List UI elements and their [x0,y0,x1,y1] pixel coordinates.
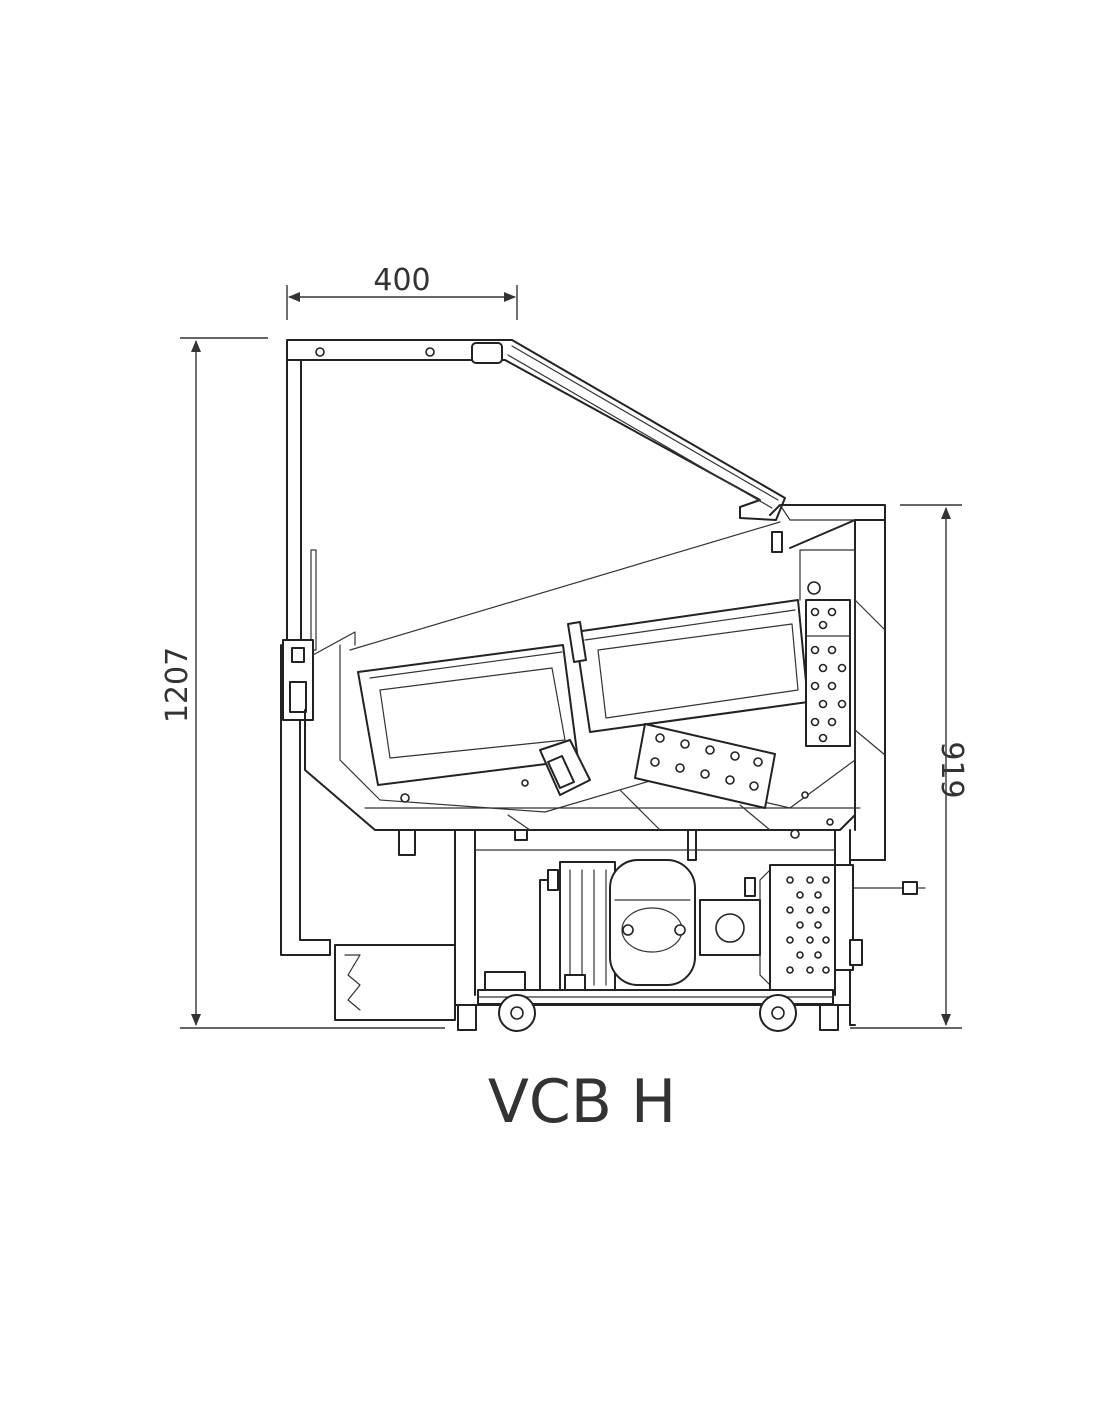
tray-left [357,644,579,786]
power-cable [852,881,926,895]
dimension-height-counter: 919 [850,504,969,1029]
evaporator-panel [634,723,776,809]
wheels-and-feet [457,994,839,1032]
dimension-label-height-counter: 919 [934,741,969,798]
refrigeration-unit [477,859,926,1005]
dimension-label-depth: 400 [373,263,430,298]
model-label: VCB H [488,1067,676,1137]
tray-right [567,599,809,733]
fan-motor [539,739,591,796]
condenser-coil [769,864,836,994]
display-case-outline [280,339,886,1026]
dimension-depth-top: 400 [286,263,518,320]
dimension-label-height-total: 1207 [160,647,195,723]
compressor [609,859,696,986]
dimension-height-total: 1207 [160,337,445,1029]
front-air-duct [805,599,851,747]
